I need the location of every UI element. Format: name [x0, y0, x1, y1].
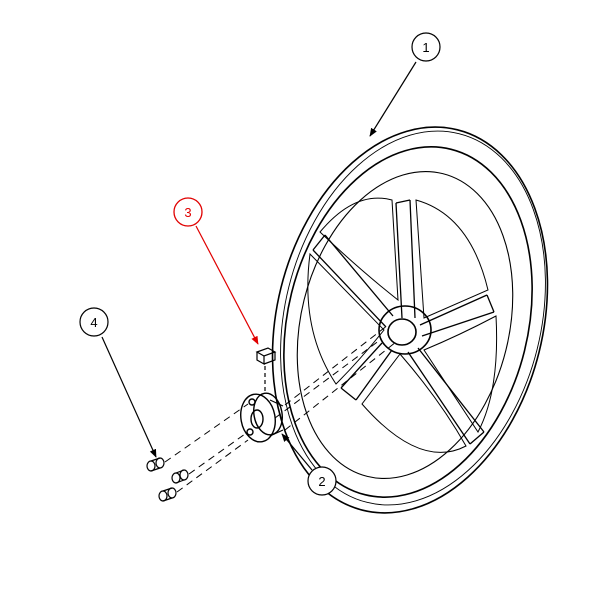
leader-lines — [101, 61, 417, 471]
callout-label-2: 2 — [318, 474, 325, 489]
wheel-hub-bore — [387, 318, 417, 346]
tire-outer-rim — [271, 126, 549, 514]
tire-outer-rim-back — [280, 130, 546, 506]
taper-bushing — [240, 392, 284, 443]
bushing-bore — [250, 409, 264, 429]
callout-3: 3 — [173, 197, 203, 227]
bushing-flange — [240, 393, 276, 443]
wheel-hub — [378, 305, 432, 355]
callout-label-4: 4 — [90, 315, 97, 330]
wheel-spokes — [312, 199, 495, 445]
screws — [146, 457, 189, 502]
leader-2 — [281, 433, 313, 471]
callout-4: 4 — [79, 307, 109, 337]
bushing-bolt-hole-2 — [246, 428, 254, 436]
tire-inner-rim — [283, 146, 533, 498]
wheel-windows — [307, 197, 498, 453]
screw-1 — [146, 457, 165, 472]
callout-label-3: 3 — [184, 205, 191, 220]
callout-2: 2 — [307, 466, 337, 496]
wheel-inner-ring — [296, 171, 514, 479]
screw-2 — [171, 469, 189, 484]
wheel — [271, 126, 549, 514]
callout-1: 1 — [411, 32, 441, 62]
leader-1 — [369, 61, 417, 137]
screw-3 — [158, 487, 177, 502]
assembly-lines — [164, 324, 397, 493]
leader-4 — [101, 336, 157, 458]
leader-3 — [195, 225, 259, 345]
key — [255, 347, 277, 392]
bushing-bolt-hole-1 — [248, 398, 256, 406]
callout-label-1: 1 — [422, 40, 429, 55]
